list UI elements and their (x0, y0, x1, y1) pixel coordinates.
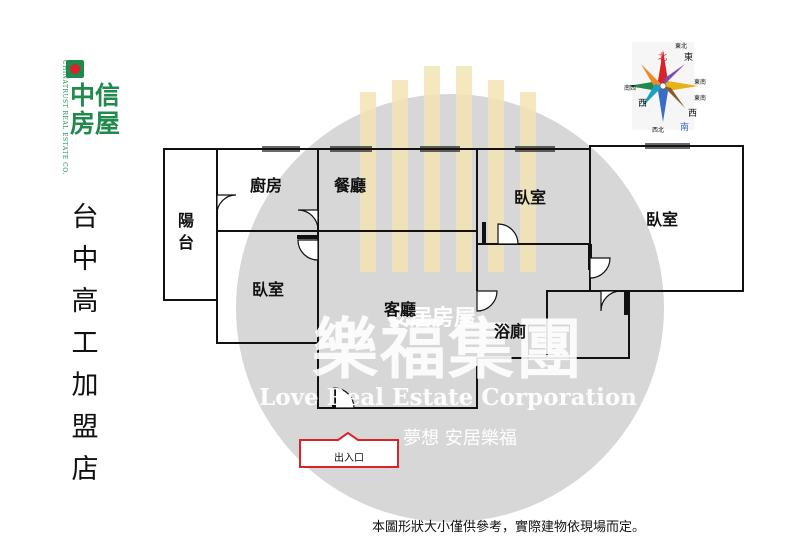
entrance-label: 出入口 (334, 453, 364, 464)
watermark-bar (360, 92, 376, 272)
logo-mark-icon (66, 60, 84, 78)
watermark-bar (424, 66, 440, 272)
disclaimer-note: 本圖形狀大小僅供參考，實際建物依現場而定。 (372, 520, 646, 535)
compass-label: 東南 (694, 78, 706, 86)
compass-label: 西 (638, 98, 647, 109)
compass-rose-icon: 北 東北 東 西 南西 東南 西 南 西北 東南 (624, 42, 706, 134)
watermark-bar (456, 66, 472, 272)
room-label-kitchen: 廚房 (250, 176, 283, 195)
watermark-overlay-text: 安居房屋 (388, 306, 477, 331)
compass-label: 南西 (624, 84, 636, 92)
room-label-bathroom: 浴廁 (494, 322, 527, 341)
compass-label: 南 (680, 121, 689, 133)
store-name: 台中高工加盟店 (71, 202, 99, 485)
compass-label: 東北 (675, 42, 687, 50)
compass-label: 東南 (694, 94, 706, 102)
watermark-bar (520, 92, 536, 272)
entrance-arrow-icon (299, 432, 399, 468)
compass-label: 東 (684, 51, 693, 63)
logo-brand-line-2: 房屋 (70, 109, 121, 138)
compass-label: 北 (658, 52, 667, 63)
room-label-balcony: 陽台 (178, 211, 195, 252)
watermark-company-name: 樂福集團 (312, 310, 584, 388)
logo-english-text: CHINATRUST REAL ESTATE CO. (61, 60, 68, 175)
compass-label: 西北 (652, 126, 664, 134)
logo-brand-line-1: 中信 (70, 81, 121, 110)
company-logo: CHINATRUST REAL ESTATE CO. 中信 房屋 (58, 60, 138, 178)
room-label-bedroom-left: 臥室 (252, 280, 285, 299)
logo-brand-name: 中信 房屋 (70, 82, 136, 138)
watermark-slogan: 夢想 安居樂福 (403, 428, 517, 449)
room-label-dining: 餐廳 (334, 176, 367, 195)
watermark-bar (392, 80, 408, 272)
room-label-bedroom-middle: 臥室 (514, 188, 547, 207)
room-label-living: 客廳 (384, 300, 417, 319)
room-label-bedroom-right: 臥室 (646, 210, 679, 229)
watermark-english-name: Love Real Estate Corporation (259, 384, 637, 411)
compass-label: 西 (688, 108, 697, 119)
